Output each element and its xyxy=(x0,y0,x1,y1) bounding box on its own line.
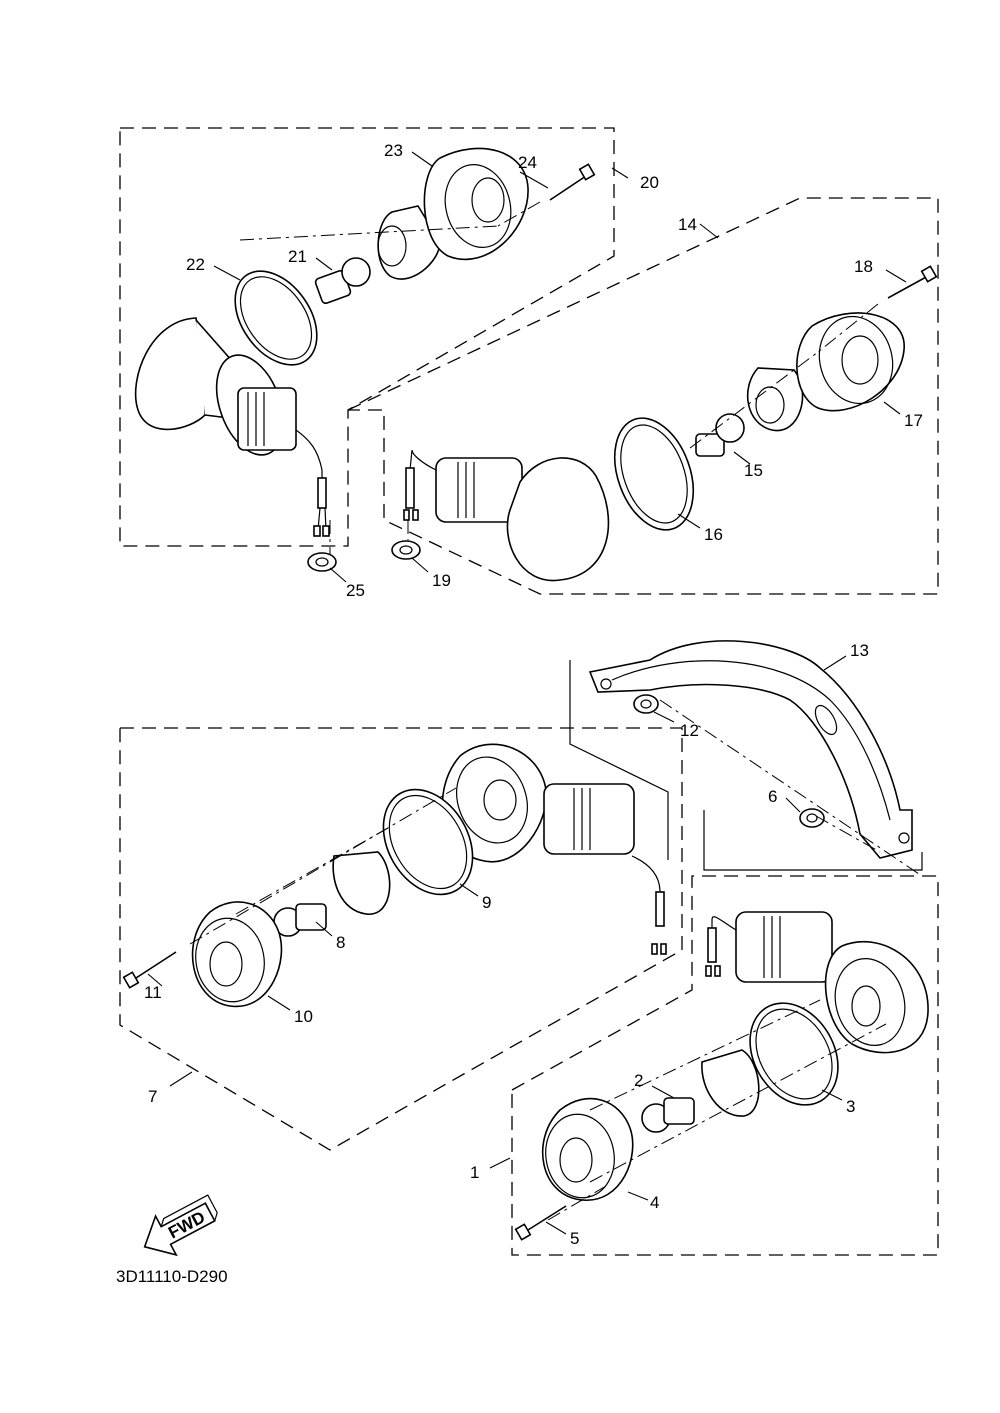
callout-15: 15 xyxy=(744,461,763,480)
fwd-arrow-icon: FWD xyxy=(143,1194,218,1257)
callout-24: 24 xyxy=(518,153,537,172)
callout-18: 18 xyxy=(854,257,873,276)
bulb-15 xyxy=(695,413,745,457)
group-7-box xyxy=(119,727,683,1151)
bulb-2 xyxy=(641,1097,695,1133)
callout-14: 14 xyxy=(678,215,697,234)
callout-22: 22 xyxy=(186,255,205,274)
rim-23 xyxy=(423,147,529,261)
callout-10: 10 xyxy=(294,1007,313,1026)
nut-25 xyxy=(307,552,337,572)
screw-5 xyxy=(514,1205,567,1241)
callout-11: 11 xyxy=(144,983,162,1002)
callout-13: 13 xyxy=(850,641,869,660)
callout-4: 4 xyxy=(650,1193,659,1212)
turn-signal-assembly-lower-left xyxy=(441,743,667,955)
callout-20: 20 xyxy=(640,173,659,192)
leader-lines xyxy=(147,151,907,1235)
callout-19: 19 xyxy=(432,571,451,590)
socket-holder-lower-right xyxy=(701,1049,760,1117)
callout-8: 8 xyxy=(336,933,345,952)
callout-6: 6 xyxy=(768,787,777,806)
screw-11 xyxy=(122,951,177,989)
callout-12: 12 xyxy=(680,721,699,740)
group-1-box xyxy=(511,875,939,1256)
bracket-13 xyxy=(588,640,913,859)
callout-23: 23 xyxy=(384,141,403,160)
lens-10 xyxy=(191,901,283,1008)
callout-7: 7 xyxy=(148,1087,157,1106)
nut-6 xyxy=(799,808,825,828)
callout-3: 3 xyxy=(846,1097,855,1116)
group-14-box xyxy=(347,197,939,595)
callout-labels: 23 24 20 21 22 25 19 14 18 17 15 16 13 1… xyxy=(144,141,923,1248)
screw-18 xyxy=(887,265,938,299)
callout-5: 5 xyxy=(570,1229,579,1248)
turn-signal-assembly-left xyxy=(134,317,330,537)
nut-12 xyxy=(633,694,659,714)
lens-4 xyxy=(541,1097,634,1201)
rim-17 xyxy=(796,312,905,412)
gasket-22 xyxy=(234,270,318,366)
callout-21: 21 xyxy=(288,247,307,266)
callout-16: 16 xyxy=(704,525,723,544)
callout-2: 2 xyxy=(634,1071,643,1090)
callout-9: 9 xyxy=(482,893,491,912)
bulb-8 xyxy=(273,903,327,937)
turn-signal-assembly-lower-right xyxy=(705,911,929,1054)
callout-1: 1 xyxy=(470,1163,479,1182)
screw-24 xyxy=(549,163,596,201)
callout-17: 17 xyxy=(904,411,923,430)
nut-19 xyxy=(391,540,421,560)
bulb-21 xyxy=(314,257,371,305)
drawing-code: 3D11110-D290 xyxy=(116,1267,228,1286)
turn-signal-assembly-right xyxy=(403,449,610,582)
gasket-9 xyxy=(382,788,474,896)
gasket-3 xyxy=(749,1002,839,1106)
socket-holder-upper xyxy=(377,205,441,280)
socket-holder-lower-left xyxy=(332,851,391,915)
callout-25: 25 xyxy=(346,581,365,600)
socket-holder-right xyxy=(746,367,804,432)
